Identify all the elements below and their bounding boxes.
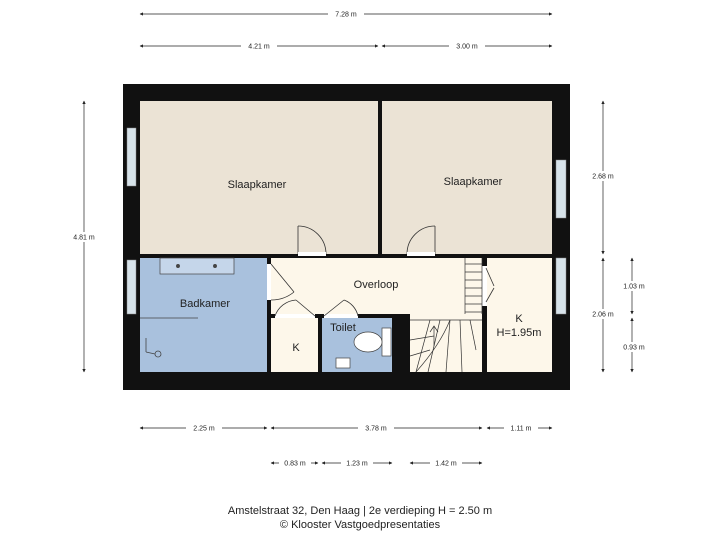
toilet-fixture	[335, 327, 392, 369]
dim-bottom-left: 2.25 m	[193, 426, 215, 433]
staircase	[409, 258, 483, 373]
dim-right-lower: 2.06 m	[592, 312, 614, 319]
window-left-lower	[126, 259, 137, 315]
dim-bottom-right: 1.11 m	[511, 426, 532, 433]
bedroom-right-floor	[382, 101, 552, 254]
door-closet-small	[274, 299, 316, 318]
window-right-lower	[555, 257, 567, 315]
dim-right-upper: 2.68 m	[592, 174, 614, 181]
bathroom-floor	[140, 258, 267, 372]
dim-total-width: 7.28 m	[335, 12, 357, 19]
dimension-labels: 7.28 m 4.21 m 3.00 m 4.81 m 2.68 m 2.06 …	[68, 9, 648, 468]
dim-top-right: 3.00 m	[456, 44, 478, 51]
toilet-wall-right	[392, 314, 410, 372]
room-label-closet-small: K	[292, 342, 300, 354]
shower-fixture	[140, 317, 198, 358]
dim-top-left: 4.21 m	[248, 44, 270, 51]
dim-bottom-middle: 3.78 m	[365, 426, 387, 433]
window-left-upper	[126, 127, 137, 187]
bathroom-sink	[159, 257, 235, 275]
room-label-bedroom-right: Slaapkamer	[444, 176, 503, 188]
room-label-hallway: Overloop	[354, 279, 399, 291]
dim-bottom2-b: 1.23 m	[346, 461, 368, 468]
hallway-floor	[271, 258, 482, 314]
bedroom-left-floor	[140, 101, 378, 254]
window-right-upper	[555, 159, 567, 219]
dim-bottom2-c: 1.42 m	[435, 461, 457, 468]
caption-address: Amstelstraat 32, Den Haag | 2e verdiepin…	[227, 505, 493, 517]
dim-total-height: 4.81 m	[73, 235, 95, 242]
door-bathroom	[267, 263, 295, 301]
door-toilet	[323, 299, 359, 318]
caption-copyright: © Klooster Vastgoedpresentaties	[279, 519, 441, 531]
closet-small-floor	[271, 318, 318, 372]
dim-right-small-bottom: 0.93 m	[623, 345, 645, 352]
room-label-bedroom-left: Slaapkamer	[228, 179, 287, 191]
door-bedroom-left	[297, 225, 327, 256]
dim-right-small-top: 1.03 m	[623, 284, 645, 291]
door-closet-right	[482, 266, 495, 306]
room-label-closet-right: K	[515, 313, 523, 325]
dim-bottom2-a: 0.83 m	[284, 461, 306, 468]
room-label-closet-right-height: H=1.95m	[497, 327, 542, 339]
closet-right-floor	[487, 258, 552, 372]
room-label-toilet: Toilet	[330, 322, 356, 334]
door-bedroom-right	[406, 225, 436, 256]
stair-area-floor	[410, 314, 482, 372]
room-label-bathroom: Badkamer	[180, 298, 230, 310]
